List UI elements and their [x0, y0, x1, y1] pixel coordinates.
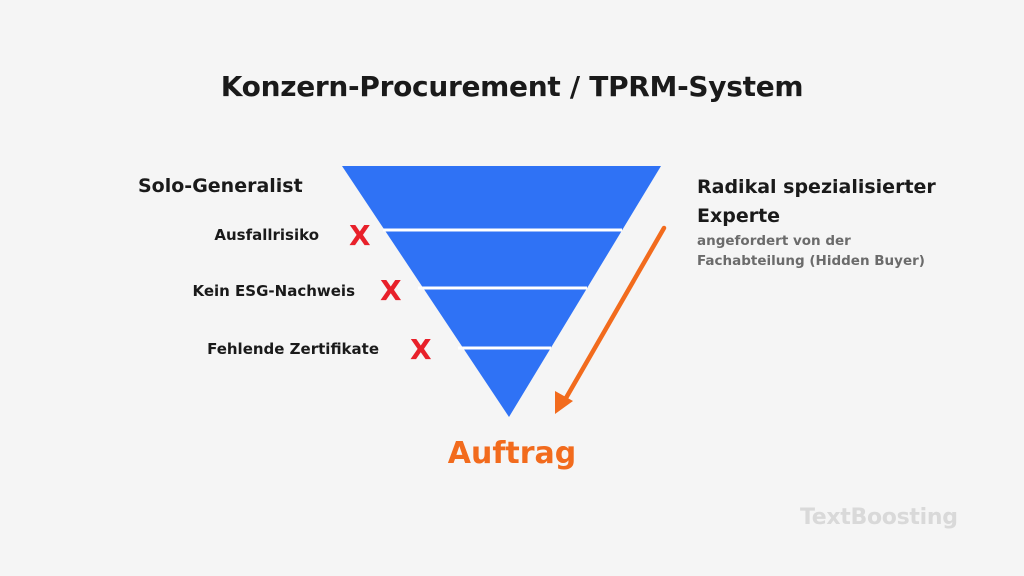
risk-label: Kein ESG-Nachweis	[192, 282, 355, 300]
risk-label: Ausfallrisiko	[214, 226, 319, 244]
x-mark-icon: X	[380, 274, 402, 307]
arrow-down-left-icon	[555, 225, 667, 414]
x-mark-icon: X	[410, 333, 432, 366]
risk-label: Fehlende Zertifikate	[207, 340, 379, 358]
right-heading: Radikal spezialisierter Experte	[697, 176, 936, 227]
right-subtext: angefordert von der Fachabteilung (Hidde…	[697, 233, 925, 269]
left-heading: Solo-Generalist	[138, 175, 303, 197]
brand-logo: TextBoosting	[800, 505, 958, 530]
page-title: Konzern-Procurement / TPRM-System	[220, 70, 804, 103]
x-mark-icon: X	[349, 219, 371, 252]
result-label: Auftrag	[447, 436, 577, 471]
